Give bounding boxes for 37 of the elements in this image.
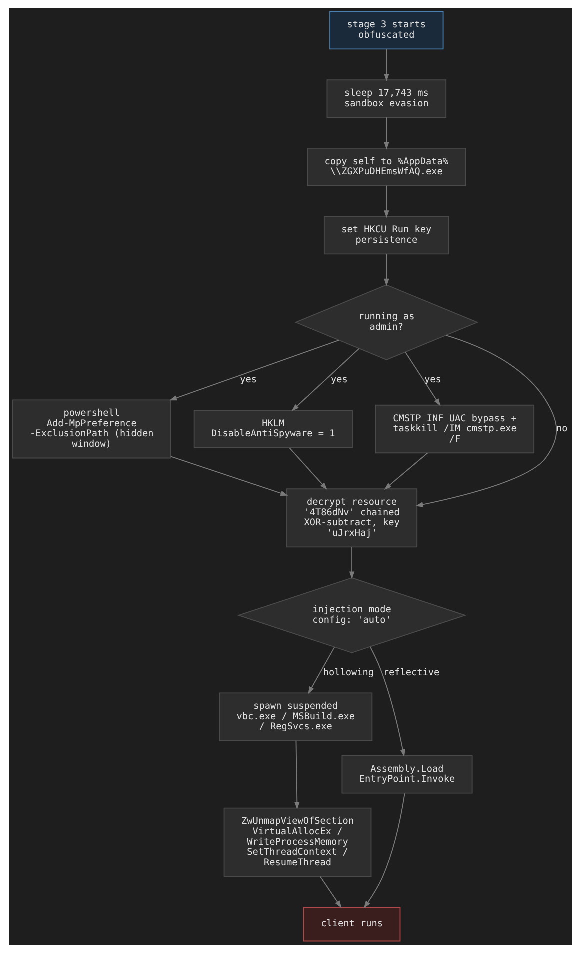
edge-label: yes <box>330 374 348 386</box>
edge-label: yes <box>240 374 257 386</box>
arrow <box>169 340 339 401</box>
node-box: ZwUnmapViewOfSection VirtualAllocEx / WriteProcessMemory SetThreadContext / ResumeThread <box>223 808 372 878</box>
arrow <box>384 254 389 286</box>
node-box: stage 3 starts obfuscated <box>329 11 444 50</box>
arrow <box>320 876 342 908</box>
arrow <box>291 348 360 412</box>
arrow <box>415 335 557 508</box>
node-diamond: running as admin? <box>294 284 478 360</box>
arrow <box>384 48 389 82</box>
arrow <box>369 646 405 758</box>
node-box: client runs <box>302 907 400 942</box>
edge-label: hollowing <box>322 667 374 678</box>
node-box: Assembly.Load EntryPoint.Invoke <box>341 755 472 794</box>
arrow <box>288 448 327 490</box>
arrow <box>384 452 428 490</box>
node-box: set HKCU Run key persistence <box>323 216 449 255</box>
node-diamond: injection mode config: 'auto' <box>236 578 466 654</box>
node-box: copy self to %AppData%\\ZGXPuDHEmsWfAQ.exe <box>306 148 466 186</box>
arrow <box>384 185 389 218</box>
node-box: powershell Add-MpPreference -ExclusionPath (hidden window) <box>12 400 171 459</box>
arrow <box>348 546 354 580</box>
node-box: spawn suspended vbc.exe / MSBuild.exe / RegSvcs.exe <box>218 692 372 742</box>
arrow <box>384 117 389 150</box>
edge-label: reflective <box>382 667 440 678</box>
node-box: HKLM DisableAntiSpyware = 1 <box>193 410 352 448</box>
edge-label: yes <box>424 374 441 386</box>
arrow <box>404 352 440 406</box>
arrow <box>363 793 405 908</box>
node-box: CMSTP INF UAC bypass + taskkill /IM cmstp.exe /F <box>374 404 534 454</box>
arrow <box>308 646 335 694</box>
edge-label: no <box>556 424 568 435</box>
arrow <box>170 456 288 496</box>
node-box: sleep 17,743 ms sandbox evasion <box>326 80 446 118</box>
node-box: decrypt resource '4T86dNv' chained XOR-subtract, key 'uJrxHaj' <box>286 488 418 548</box>
arrow <box>294 740 300 810</box>
